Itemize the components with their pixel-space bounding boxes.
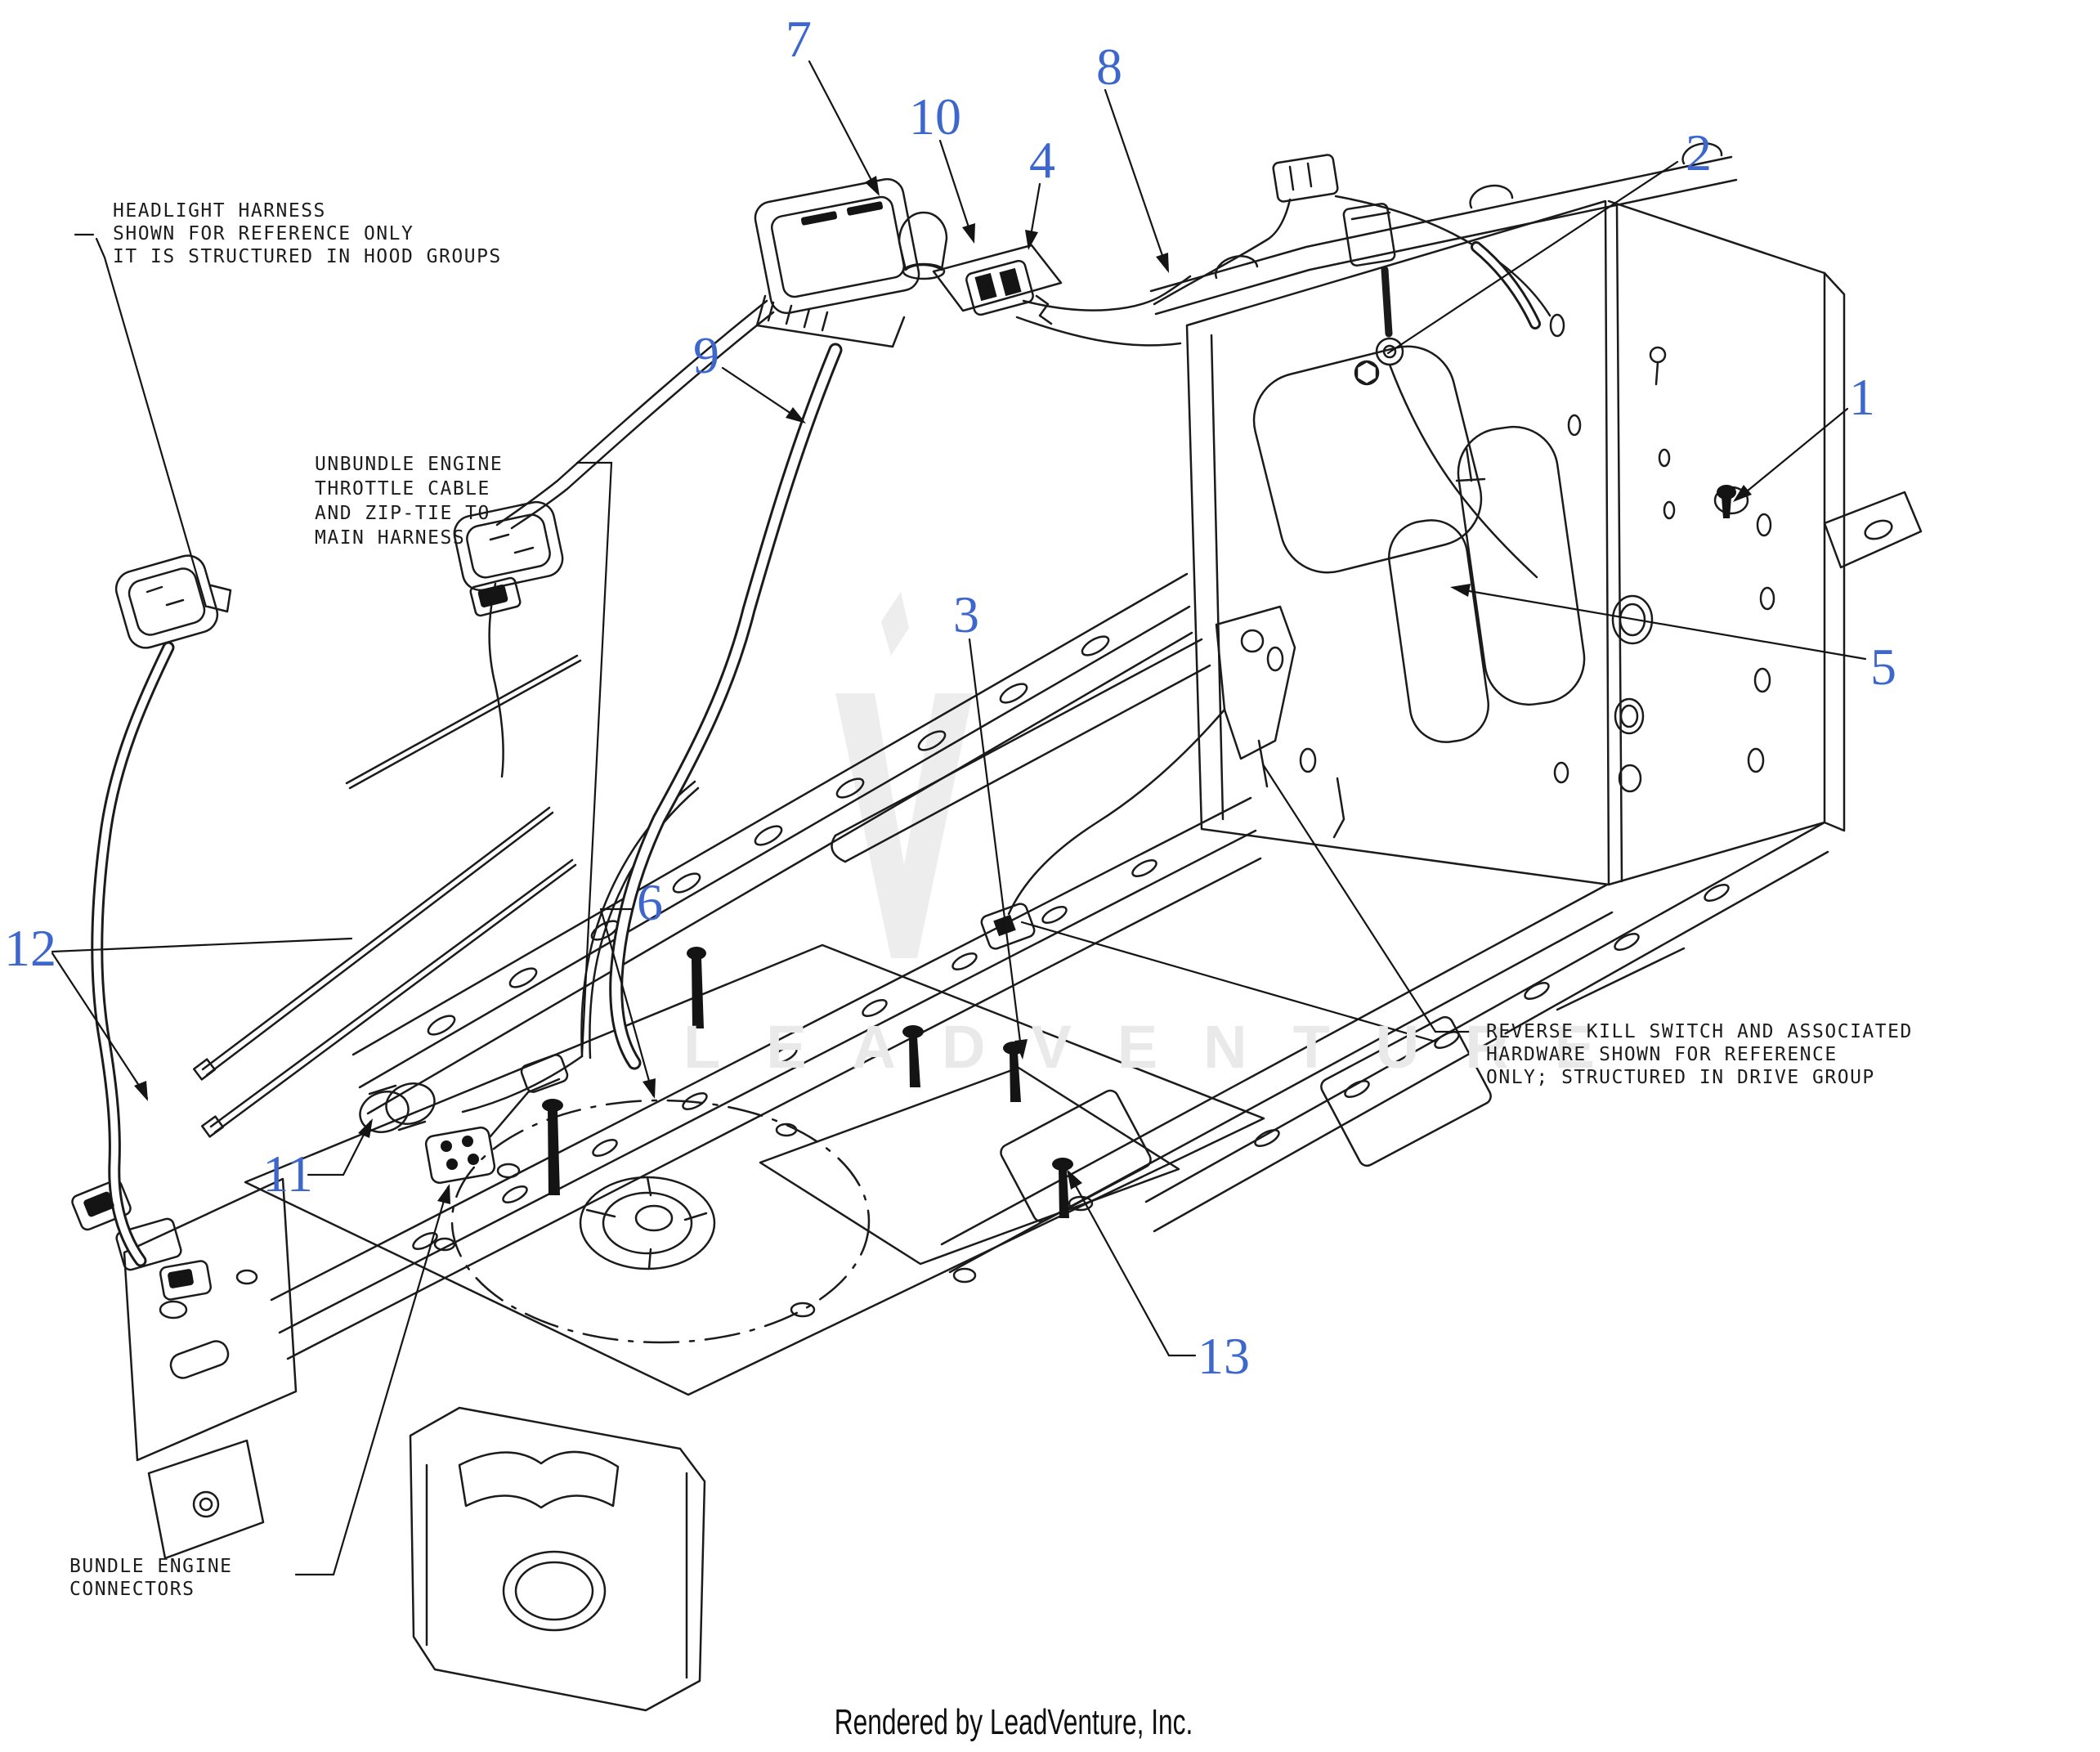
- callout-13[interactable]: 13: [1198, 1327, 1250, 1385]
- note-bundle-connectors: BUNDLE ENGINE CONNECTORS: [69, 1556, 233, 1600]
- callout-4[interactable]: 4: [1029, 131, 1055, 189]
- callout-10[interactable]: 10: [909, 87, 961, 146]
- callout-9[interactable]: 9: [693, 326, 719, 384]
- callout-2[interactable]: 2: [1686, 123, 1712, 181]
- callout-1[interactable]: 1: [1849, 368, 1875, 426]
- callout-6[interactable]: 6: [637, 873, 663, 931]
- leader-lines: [51, 60, 1867, 1576]
- fasteners-and-terminals: [83, 201, 1736, 1288]
- callout-3[interactable]: 3: [953, 585, 979, 643]
- callout-5[interactable]: 5: [1870, 638, 1896, 696]
- frame-line-art: [71, 142, 1923, 1712]
- callout-11[interactable]: 11: [262, 1145, 313, 1203]
- note-unbundle-throttle: UNBUNDLE ENGINE THROTTLE CABLE AND ZIP-T…: [315, 454, 504, 549]
- harness-tubes: [91, 241, 1541, 1267]
- note-headlight-harness: HEADLIGHT HARNESS SHOWN FOR REFERENCE ON…: [113, 200, 502, 267]
- leader-arrowheads: [134, 176, 1752, 1204]
- callout-12[interactable]: 12: [4, 919, 56, 977]
- note-reverse-kill-switch: REVERSE KILL SWITCH AND ASSOCIATED HARDW…: [1486, 1021, 1913, 1088]
- rendered-by-footer: Rendered by LeadVenture, Inc.: [834, 1702, 1193, 1742]
- callout-8[interactable]: 8: [1096, 38, 1122, 96]
- leadventure-v-logo-watermark: [835, 592, 973, 958]
- callout-7[interactable]: 7: [786, 10, 812, 68]
